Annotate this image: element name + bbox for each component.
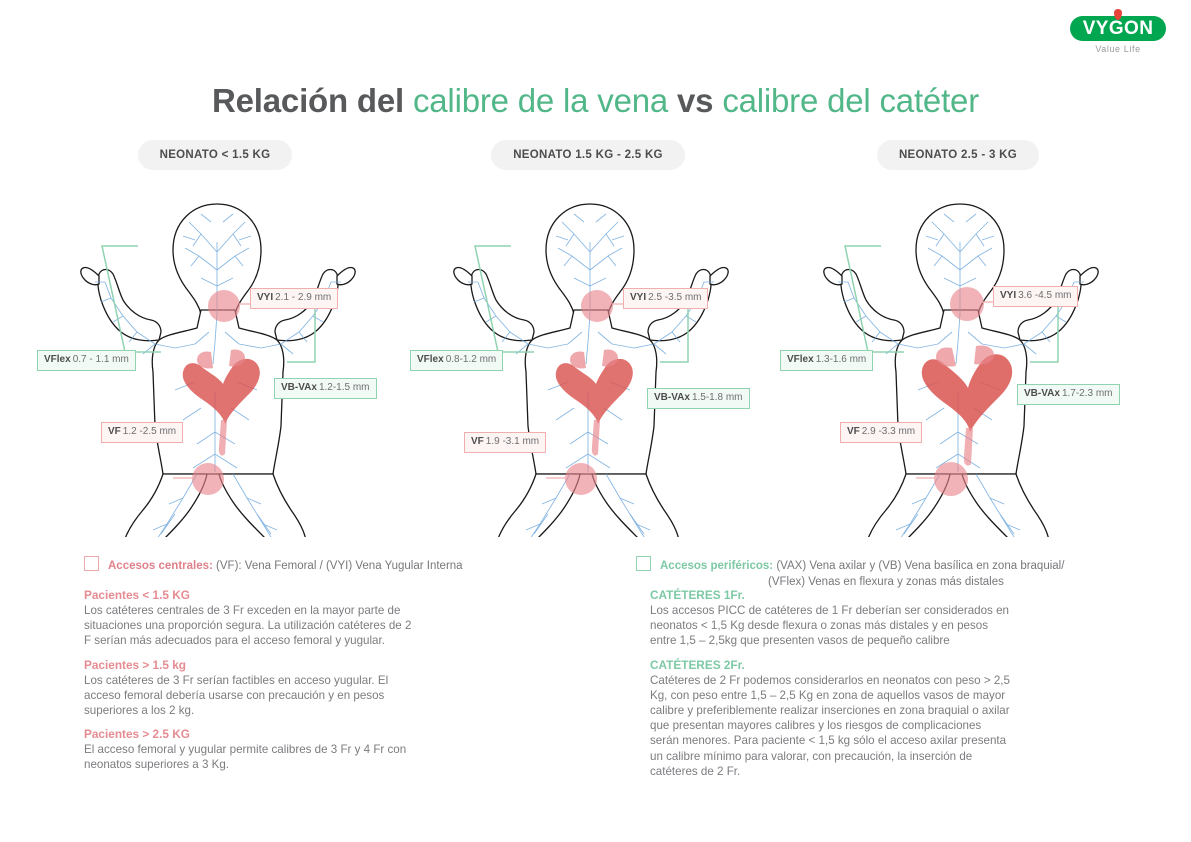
- panel-neonato-1-5-a-2-5: NEONATO 1.5 KG - 2.5 KG: [398, 140, 778, 540]
- measurement-vbvax-value-2: 1.7-2.3 mm: [1061, 388, 1113, 399]
- legend-accesos-perifericos: Accesos periféricos: (VAX) Vena axilar y…: [636, 556, 1064, 590]
- measurement-vbvax-code-0: VB-VAx: [281, 382, 317, 393]
- text-block-head-0: Pacientes < 1.5 KG: [84, 588, 190, 602]
- bracket-vflex-0: [101, 245, 161, 353]
- measurement-vyi-code-1: VYI: [630, 292, 647, 303]
- logo-tagline: Value Life: [1095, 44, 1141, 54]
- legend-swatch-green-icon: [636, 556, 651, 571]
- panel-neonato-menor-1-5: NEONATO < 1.5 KG: [25, 140, 405, 540]
- jugular-highlight-2: [950, 287, 984, 321]
- legend-periferico-body-line1: (VAX) Vena axilar y (VB) Vena basílica e…: [776, 560, 1065, 572]
- heart-graphic-1: [555, 349, 633, 456]
- text-block-cateteres-2fr: CATÉTERES 2Fr. Catéteres de 2 Fr podemos…: [650, 658, 1010, 779]
- infant-anatomy-svg-0: [80, 203, 356, 537]
- legend-central-body: (VF): Vena Femoral / (VYI) Vena Yugular …: [216, 560, 463, 572]
- jugular-highlight-0: [208, 290, 240, 322]
- text-column-accesos-centrales: Pacientes < 1.5 KG Los catéteres central…: [84, 588, 414, 773]
- text-block-head-r0: CATÉTERES 1Fr.: [650, 588, 745, 602]
- text-block-body-r0: Los accesos PICC de catéteres de 1 Fr de…: [650, 604, 1009, 648]
- infant-anatomy-svg-2: [823, 203, 1099, 537]
- text-block-head-1: Pacientes > 1.5 kg: [84, 657, 186, 672]
- text-block-body-2: El acceso femoral y yugular permite cali…: [84, 743, 407, 772]
- measurement-vflex-value-1: 0.8-1.2 mm: [445, 354, 497, 365]
- measurement-vf-code-2: VF: [847, 426, 860, 437]
- logo-plate: VYGON: [1070, 9, 1166, 41]
- title-part-dark-2: vs: [677, 82, 723, 120]
- femoral-highlight-1: [565, 463, 597, 495]
- bracket-vflex-1: [474, 245, 534, 353]
- measurement-vf-code-0: VF: [108, 426, 121, 437]
- text-block-pacientes-mayor-2-5: Pacientes > 2.5 KG El acceso femoral y y…: [84, 727, 414, 772]
- measurement-vyi-value-1: 2.5 -3.5 mm: [648, 292, 702, 303]
- measurement-vbvax-value-0: 1.2-1.5 mm: [318, 382, 370, 393]
- page-title: Relación del calibre de la vena vs calib…: [0, 82, 1191, 120]
- text-column-accesos-perifericos: CATÉTERES 1Fr. Los accesos PICC de catét…: [650, 588, 1010, 779]
- femoral-highlight-2: [934, 462, 968, 496]
- panel-pill-2: NEONATO 2.5 - 3 KG: [876, 140, 1040, 170]
- measurement-vyi-code-0: VYI: [257, 292, 274, 303]
- measurement-vyi-code-2: VYI: [1000, 290, 1017, 301]
- legend-central-title: Accesos centrales:: [108, 560, 213, 572]
- panel-pill-1: NEONATO 1.5 KG - 2.5 KG: [491, 140, 685, 170]
- legend-accesos-centrales: Accesos centrales: (VF): Vena Femoral / …: [84, 556, 463, 574]
- text-block-pacientes-mayor-1-5: Pacientes > 1.5 kg Los catéteres de 3 Fr…: [84, 658, 414, 719]
- text-block-body-r1: Catéteres de 2 Fr podemos considerarlos …: [650, 673, 1010, 778]
- legend-periferico-title: Accesos periféricos:: [660, 560, 774, 572]
- femoral-highlight-0: [192, 463, 224, 495]
- measurement-vbvax-code-1: VB-VAx: [654, 392, 690, 403]
- heart-graphic-2: [921, 345, 1013, 466]
- text-block-body-1: Los catéteres de 3 Fr serían factibles e…: [84, 673, 389, 718]
- text-block-head-2: Pacientes > 2.5 KG: [84, 727, 190, 742]
- panel-pill-0: NEONATO < 1.5 KG: [137, 140, 293, 170]
- measurement-vyi-value-0: 2.1 - 2.9 mm: [275, 292, 332, 303]
- bracket-vflex-2: [844, 245, 904, 353]
- measurement-vbvax-code-2: VB-VAx: [1024, 388, 1060, 399]
- logo-wordmark: VYGON: [1082, 18, 1154, 39]
- measurement-vflex-code-1: VFlex: [417, 354, 444, 365]
- infant-anatomy-svg-1: [453, 203, 729, 537]
- text-block-head-r1: CATÉTERES 2Fr.: [650, 657, 745, 672]
- title-part-dark-1: Relación del: [212, 82, 413, 120]
- text-block-pacientes-menor-1-5: Pacientes < 1.5 KG Los catéteres central…: [84, 588, 414, 649]
- text-block-cateteres-1fr: CATÉTERES 1Fr. Los accesos PICC de catét…: [650, 588, 1010, 649]
- measurement-vf-value-2: 2.9 -3.3 mm: [861, 426, 916, 437]
- text-block-body-0: Los catéteres centrales de 3 Fr exceden …: [84, 604, 412, 648]
- measurement-vyi-value-2: 3.6 -4.5 mm: [1018, 290, 1072, 301]
- measurement-vf-value-0: 1.2 -2.5 mm: [122, 426, 177, 437]
- measurement-vbvax-value-1: 1.5-1.8 mm: [691, 392, 743, 403]
- measurement-vflex-value-2: 1.3-1.6 mm: [815, 354, 867, 365]
- measurement-vf-value-1: 1.9 -3.1 mm: [485, 436, 540, 447]
- vygon-logo: VYGON Value Life: [1070, 9, 1166, 54]
- heart-graphic-0: [182, 349, 260, 456]
- measurement-vflex-value-0: 0.7 - 1.1 mm: [72, 354, 129, 365]
- legend-swatch-red-icon: [84, 556, 99, 571]
- measurement-vflex-code-0: VFlex: [44, 354, 71, 365]
- measurement-vf-code-1: VF: [471, 436, 484, 447]
- title-part-green-2: calibre del catéter: [722, 82, 979, 120]
- title-part-green-1: calibre de la vena: [412, 82, 678, 120]
- jugular-highlight-1: [581, 290, 613, 322]
- measurement-vflex-code-2: VFlex: [787, 354, 814, 365]
- panel-neonato-2-5-a-3: NEONATO 2.5 - 3 KG: [768, 140, 1148, 540]
- legend-periferico-body-line2: (VFlex) Venas en flexura y zonas más dis…: [768, 576, 1004, 588]
